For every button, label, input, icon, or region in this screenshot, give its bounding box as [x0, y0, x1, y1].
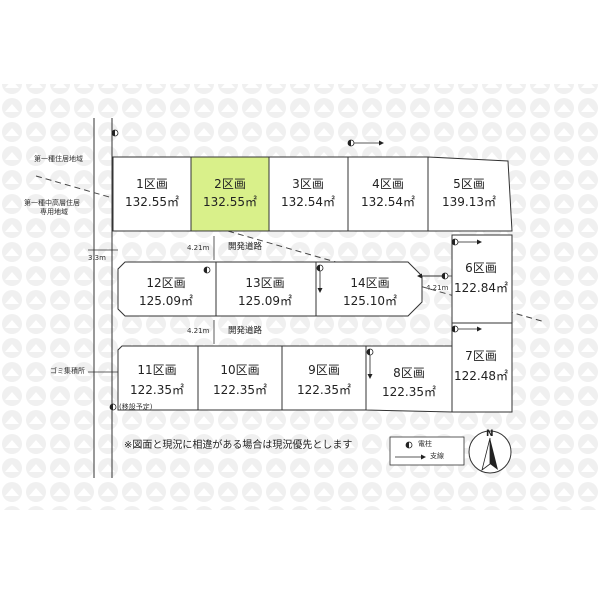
- zone-label-lower-line2: 専用地域: [40, 208, 68, 216]
- legend-guy-arrow-icon: [395, 454, 426, 460]
- dev-road-2-label: 開発道路: [228, 326, 263, 336]
- lot-5-area: 139.13㎡: [442, 195, 496, 209]
- lot-14-area: 125.10㎡: [343, 294, 397, 308]
- zone-label-upper: 第一種住居地域: [34, 155, 83, 163]
- lot-13-area: 125.09㎡: [238, 294, 292, 308]
- lot-2-shape[interactable]: [190, 156, 270, 232]
- lot-2-area: 132.55㎡: [203, 195, 257, 209]
- pole-icon: [366, 348, 374, 379]
- zone-label-lower-line1: 第一種中高層住居: [24, 199, 80, 207]
- pole-relocation-note: (移設予定): [119, 403, 153, 411]
- lot-9-area: 122.35㎡: [297, 383, 351, 397]
- lot-4-shape[interactable]: [347, 156, 429, 232]
- lot-8-area: 122.35㎡: [382, 385, 436, 399]
- lot-9-shape[interactable]: [281, 345, 367, 411]
- side-road-width: 3.3m: [88, 254, 106, 262]
- pole-icon: [417, 272, 449, 280]
- lot-7-shape[interactable]: [451, 322, 513, 413]
- garbage-station-label: ゴミ集積所: [50, 367, 85, 375]
- lot-11-area: 122.35㎡: [130, 383, 184, 397]
- legend-pole-label: 電柱: [418, 440, 432, 448]
- legend-guy-label: 支線: [430, 452, 444, 460]
- lot-1-name: 1区画: [136, 177, 168, 191]
- pole-icon: [451, 325, 482, 333]
- lot-14-name: 14区画: [350, 276, 390, 290]
- lot-2-name: 2区画: [214, 177, 246, 191]
- pole-icon: [109, 403, 117, 411]
- pole-icon: [203, 266, 211, 274]
- dev-road-1-label: 開発道路: [228, 242, 263, 252]
- lot-11-shape[interactable]: [117, 345, 199, 411]
- lot-4-area: 132.54㎡: [361, 195, 415, 209]
- lot-6-area: 122.84㎡: [454, 281, 508, 295]
- legend-pole-icon: [405, 441, 413, 449]
- lot-5-shape[interactable]: [427, 156, 513, 232]
- stub-road-width: 4.21m: [426, 284, 449, 292]
- lot-8-name: 8区画: [393, 366, 425, 380]
- lot-1-area: 132.55㎡: [125, 195, 179, 209]
- pole-icon: [316, 264, 324, 293]
- dev-road-2-width: 4.21m: [187, 327, 210, 335]
- lot-3-shape[interactable]: [268, 156, 349, 232]
- lot-10-area: 122.35㎡: [213, 383, 267, 397]
- dev-road-1-width: 4.21m: [187, 244, 210, 252]
- lot-11-name: 11区画: [137, 363, 177, 377]
- lot-12-name: 12区画: [146, 276, 186, 290]
- lot-10-shape[interactable]: [197, 345, 283, 411]
- lot-12-area: 125.09㎡: [139, 294, 193, 308]
- lot-7-area: 122.48㎡: [454, 369, 508, 383]
- north-arrow-icon: [468, 430, 512, 474]
- lot-6-name: 6区画: [465, 261, 497, 275]
- lot-1-shape[interactable]: [112, 156, 192, 232]
- lot-10-name: 10区画: [220, 363, 260, 377]
- lot-3-area: 132.54㎡: [281, 195, 335, 209]
- lot-6-shape[interactable]: [451, 234, 513, 324]
- legend-box: [389, 436, 465, 466]
- lot-7-name: 7区画: [465, 349, 497, 363]
- pole-icon: [451, 238, 482, 246]
- middle-block-outline: [117, 261, 423, 317]
- lot-5-name: 5区画: [453, 177, 485, 191]
- lot-9-name: 9区画: [308, 363, 340, 377]
- lot-4-name: 4区画: [372, 177, 404, 191]
- north-label: N: [486, 429, 494, 439]
- lot-13-name: 13区画: [245, 276, 285, 290]
- disclaimer-note: ※図面と現況に相違がある場合は現況優先とします: [124, 440, 353, 451]
- lot-3-name: 3区画: [292, 177, 324, 191]
- pole-icon: [111, 129, 119, 137]
- pole-icon: [347, 139, 384, 147]
- lot-8-shape[interactable]: [365, 345, 453, 413]
